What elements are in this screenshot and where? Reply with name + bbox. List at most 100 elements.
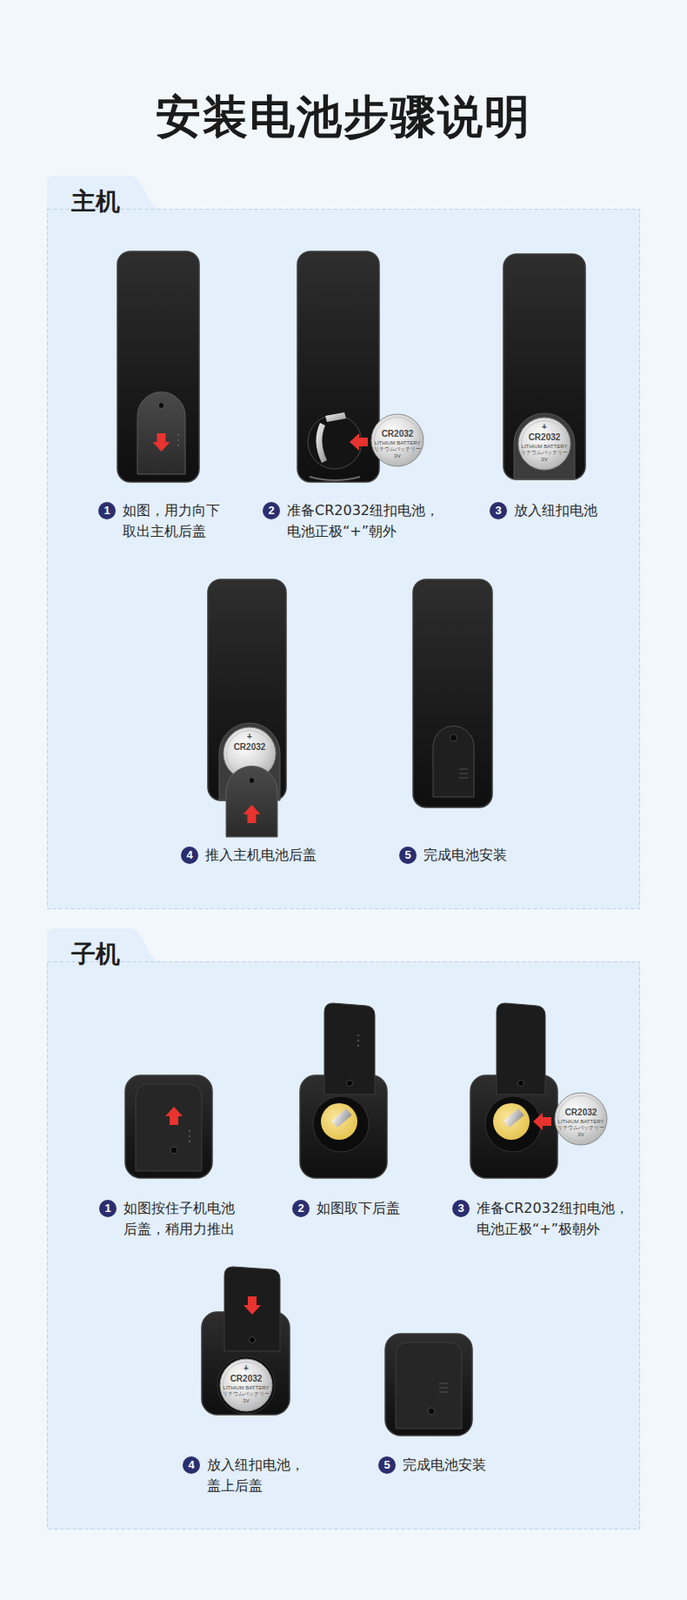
battery-print: 3V — [393, 453, 401, 459]
battery-print: LITHIUM BATTERY — [521, 443, 568, 449]
panel-border — [47, 209, 641, 909]
main-step4-figure — [207, 579, 287, 837]
battery-marking: 3V — [540, 456, 547, 462]
section-heading: 主机 — [71, 187, 121, 216]
sub-step4-figure-part — [224, 1266, 281, 1351]
sub-step2-figure-part — [357, 1044, 360, 1047]
sub-step4-figure-part — [217, 1355, 275, 1414]
battery-marking: CR2032 — [233, 742, 267, 752]
step-item: 3 准备CR2032纽扣电池， 电池正极“+”极朝外 — [452, 1197, 633, 1240]
step-caption: 如图，用力向下 取出主机后盖 — [122, 500, 221, 542]
sub-step1-figure-part — [188, 1140, 191, 1142]
battery-print: LITHIUM BATTERY — [374, 440, 421, 446]
battery-marking: リチウムバッテリー — [557, 1124, 605, 1130]
main-step2-figure-part — [315, 422, 327, 463]
main-step1-figure-part — [177, 444, 180, 447]
sub-step2-figure — [300, 1002, 387, 1178]
step-number: 1 — [99, 1199, 117, 1217]
battery-marking: CR2032 — [528, 433, 561, 442]
battery-marking: CR2032 — [565, 1107, 598, 1117]
battery-marking: 3V — [577, 1131, 584, 1137]
main-step1-figure-part — [117, 251, 200, 482]
main-step2-figure-part — [374, 417, 421, 464]
sub-step1-figure-part — [165, 1106, 183, 1125]
step-item: 1如图按住子机电池 后盖，稍用力推出 — [99, 1197, 238, 1240]
sub-step4-figure-part — [220, 1358, 273, 1411]
sub-step1-figure-part — [125, 1074, 213, 1178]
step-caption: 准备CR2032纽扣电池， 电池正极“+”朝外 — [286, 500, 441, 542]
battery-print: 3V — [540, 456, 547, 462]
step-item: 5完成电池安装 — [378, 1454, 489, 1475]
sub-step4-figure-part — [243, 1295, 261, 1314]
main-unit-illustration — [46, 175, 641, 909]
section-heading: 子机 — [71, 940, 121, 968]
sub-step1-figure-part — [188, 1129, 191, 1132]
battery-marking: リチウムバッテリー — [222, 1390, 270, 1396]
panel-fill — [46, 927, 641, 1529]
battery-print: CR2032 — [233, 742, 267, 752]
main-step2-figure-part — [297, 251, 380, 482]
step-item: 5完成电池安装 — [399, 844, 510, 866]
main-step2-figure — [297, 251, 424, 482]
battery-print: LITHIUM BATTERY — [558, 1118, 605, 1124]
battery-print: LITHIUM BATTERY — [223, 1384, 270, 1390]
main-step5-figure-part — [459, 768, 468, 778]
step-caption: 准备CR2032纽扣电池， 电池正极“+”极朝外 — [476, 1197, 631, 1240]
sub-step5-figure-part — [385, 1333, 473, 1435]
step-item: 2如图取下后盖 — [292, 1197, 403, 1219]
battery-marking: LITHIUM BATTERY — [558, 1118, 605, 1124]
sub-step3-figure-part — [518, 1080, 525, 1087]
battery-marking: + — [541, 422, 547, 432]
step-number: 1 — [98, 501, 116, 520]
main-step3-figure — [503, 253, 586, 480]
main-step1-figure-part — [153, 433, 171, 452]
step-number: 3 — [452, 1199, 470, 1217]
step-item: 4 放入纽扣电池， 盖上后盖 — [182, 1454, 307, 1496]
sub-step4-figure-part — [249, 1336, 256, 1343]
step-caption: 放入纽扣电池 — [513, 500, 599, 521]
step-number: 2 — [262, 501, 281, 520]
panel-fill — [46, 175, 641, 909]
sub-step2-figure-part — [346, 1080, 354, 1087]
main-step3-figure-part — [503, 253, 586, 480]
sub-unit-illustration-part — [125, 1002, 607, 1435]
step-item: 3 放入纽扣电池 — [489, 500, 601, 521]
step-item: 2 准备CR2032纽扣电池， 电池正极“+”朝外 — [262, 500, 443, 542]
sub-step1-figure-part — [188, 1134, 191, 1137]
sub-step2-figure-part — [324, 1002, 375, 1094]
step-number: 3 — [489, 501, 507, 520]
main-step5-figure-part — [433, 725, 474, 797]
step-number: 5 — [378, 1455, 396, 1474]
battery-marking: リチウムバッテリー — [373, 446, 421, 452]
sub-step3-figure — [470, 1002, 607, 1178]
sub-step3-figure-part — [485, 1095, 541, 1152]
step-number: 4 — [180, 846, 199, 864]
battery-print: リチウムバッテリー — [557, 1124, 605, 1130]
main-step4-figure-part — [243, 804, 261, 823]
main-step2-figure-part — [325, 412, 347, 422]
battery-marking: LITHIUM BATTERY — [374, 440, 421, 446]
sub-step2-figure-part — [313, 1095, 369, 1152]
main-step1-figure-part — [177, 439, 180, 441]
battery-print: リチウムバッテリー — [373, 446, 421, 452]
step-item: 4推入主机电池后盖 — [180, 844, 320, 866]
main-step3-figure-part — [521, 420, 568, 467]
sub-step3-figure-part — [493, 1102, 530, 1140]
sub-step4-figure — [201, 1266, 290, 1415]
main-step2-figure-part — [371, 413, 424, 467]
battery-marking: リチウムバッテリー — [520, 449, 568, 455]
sub-step3-figure-part — [554, 1092, 607, 1145]
main-unit-illustration-part — [117, 251, 586, 837]
sub-step2-figure-part — [357, 1033, 360, 1036]
sub-step3-figure-part — [533, 1112, 552, 1130]
step-number: 4 — [182, 1455, 201, 1474]
step-caption: 放入纽扣电池， 盖上后盖 — [206, 1454, 306, 1496]
battery-print: 3V — [577, 1131, 584, 1137]
battery-marking: LITHIUM BATTERY — [521, 443, 568, 449]
sub-step5-figure — [385, 1333, 473, 1435]
sub-step1-figure — [125, 1074, 213, 1178]
sub-step5-figure-part — [427, 1407, 435, 1415]
step-number: 2 — [292, 1199, 310, 1217]
step-caption: 完成电池安装 — [423, 844, 508, 866]
